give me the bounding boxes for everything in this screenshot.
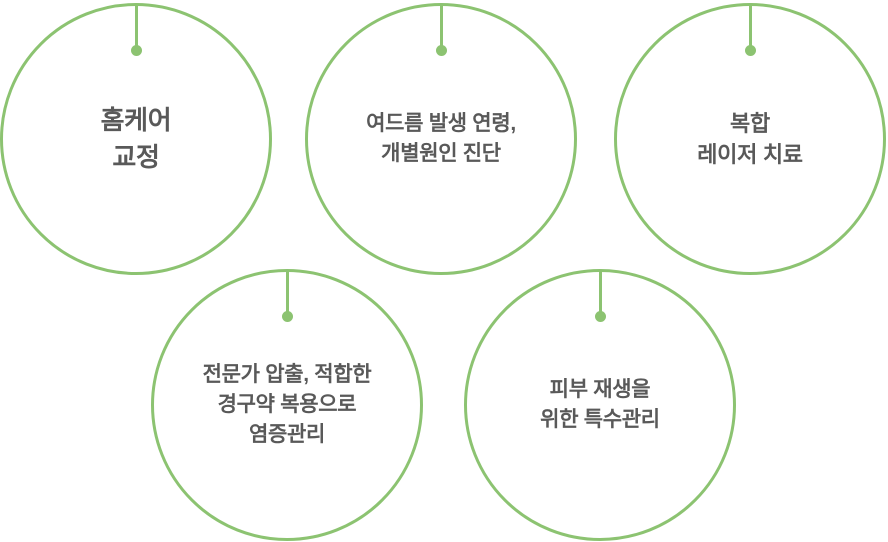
diagram-node-skin-regeneration-care[interactable]: 피부 재생을 위한 특수관리 [464,269,736,541]
node-circle-outline [464,269,736,541]
diagram-node-extraction-oral-medication[interactable]: 전문가 압출, 적합한 경구약 복용으로 염증관리 [151,269,423,541]
node-circle-outline [151,269,423,541]
node-circle-outline [614,3,886,275]
diagram-node-home-care[interactable]: 홈케어 교정 [0,3,272,275]
node-label: 여드름 발생 연령, 개별원인 진단 [366,112,516,165]
node-label: 홈케어 교정 [100,105,172,172]
diagram-node-combined-laser[interactable]: 복합 레이저 치료 [614,3,886,275]
diagram-node-acne-age-diagnosis[interactable]: 여드름 발생 연령, 개별원인 진단 [305,3,577,275]
node-circle-outline [305,3,577,275]
node-label: 전문가 압출, 적합한 경구약 복용으로 염증관리 [202,363,372,446]
node-label: 피부 재생을 위한 특수관리 [540,378,660,431]
node-label: 복합 레이저 치료 [697,110,803,167]
node-circle-outline [0,3,272,275]
